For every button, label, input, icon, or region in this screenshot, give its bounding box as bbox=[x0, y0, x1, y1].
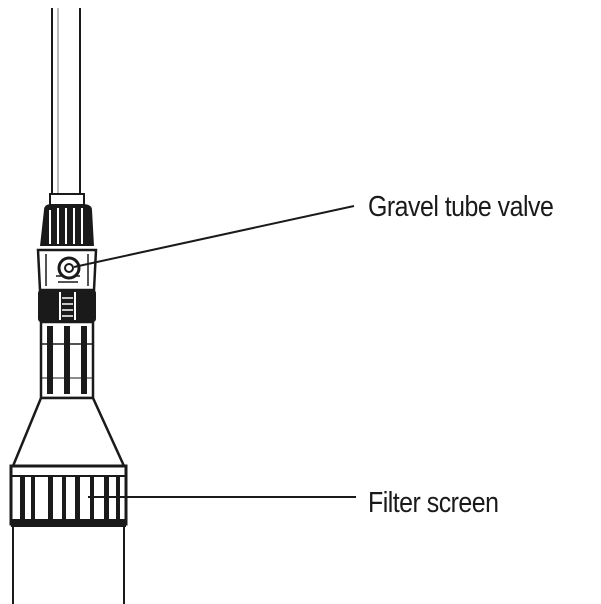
filter-screen-label: Filter screen bbox=[368, 487, 499, 519]
neck-section bbox=[39, 320, 95, 400]
valve-knob-icon bbox=[57, 256, 81, 280]
filter-screen-ring bbox=[9, 464, 128, 527]
gravel-valve-leader-line bbox=[73, 205, 355, 268]
threaded-ring bbox=[38, 290, 96, 322]
knurled-cap bbox=[40, 204, 94, 246]
cone-section bbox=[11, 396, 126, 468]
lower-tube bbox=[12, 527, 125, 604]
gravel-tube-valve-label: Gravel tube valve bbox=[368, 191, 554, 223]
upper-tube bbox=[51, 8, 81, 196]
